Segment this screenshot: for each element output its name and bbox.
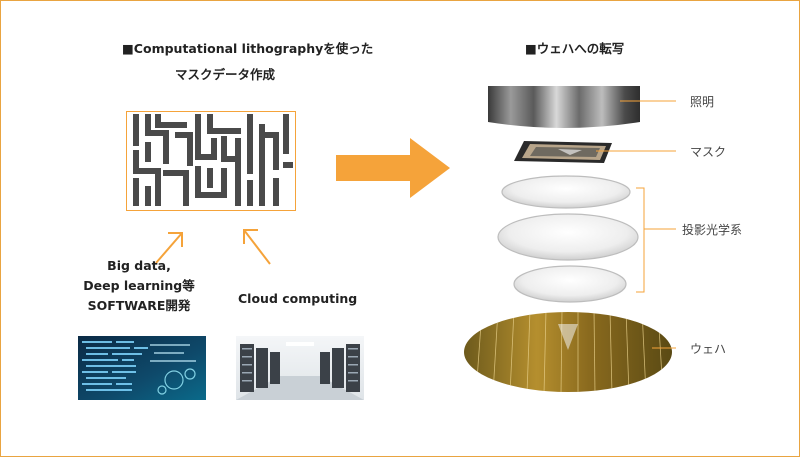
left-heading-line2: マスクデータ作成 (175, 67, 276, 82)
cloud-computing-label: Cloud computing (238, 291, 358, 306)
big-data-line2: Deep learning等 (83, 278, 195, 293)
projection-optics-label: 投影光学系 (682, 223, 743, 237)
illumination-label: 照明 (690, 95, 715, 109)
left-heading-line1: ■Computational lithographyを使った (122, 41, 374, 56)
mask-label: マスク (690, 145, 727, 159)
right-heading: ■ウェハへの転写 (525, 41, 625, 56)
illumination-unit-image (488, 86, 640, 128)
big-data-line1: Big data, (107, 258, 171, 273)
big-data-label: Big data, Deep learning等 SOFTWARE開発 (66, 256, 212, 316)
wafer-image (464, 312, 672, 392)
software-code-image (78, 336, 206, 400)
data-input-arrow-icon (155, 232, 183, 264)
projection-lens-2-image (497, 213, 639, 261)
right-arrow-icon (336, 138, 450, 198)
projection-lens-1-image (501, 175, 631, 209)
mask-pattern-image (126, 111, 296, 211)
wafer-label: ウェハ (690, 342, 727, 356)
projection-lens-3-image (513, 265, 627, 303)
cloud-input-arrow-icon (243, 229, 271, 265)
photomask-image (514, 141, 612, 163)
big-data-line3: SOFTWARE開発 (87, 298, 191, 313)
cloud-datacenter-image (236, 336, 364, 400)
